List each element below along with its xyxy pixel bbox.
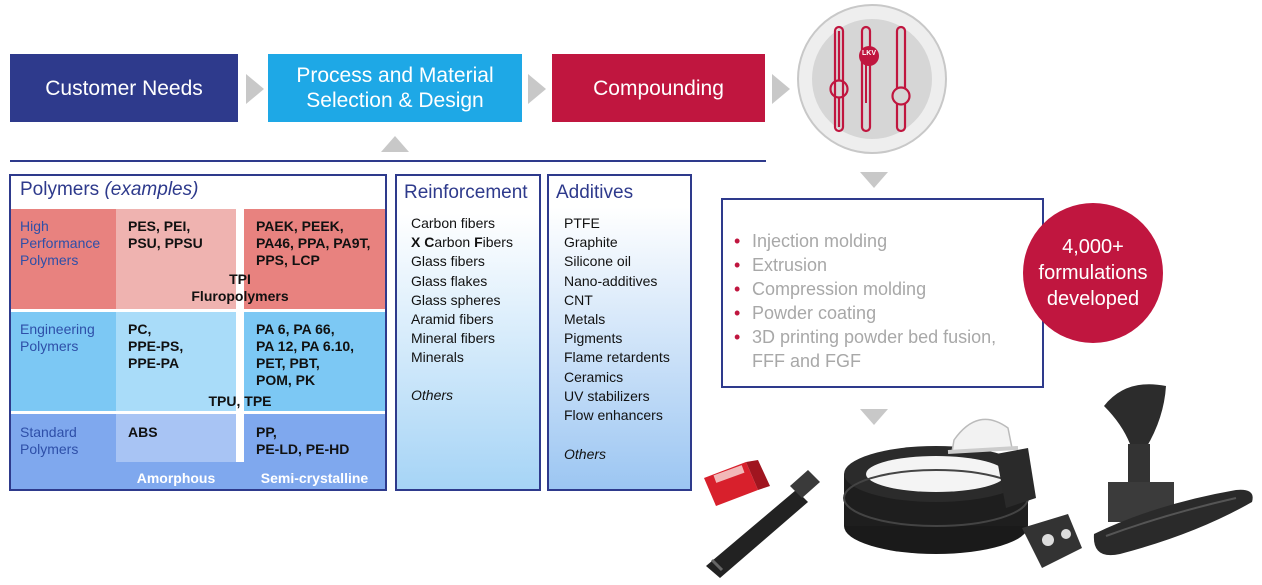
cell-std-amorphous: ABS bbox=[128, 424, 158, 440]
row-label-standard: Standard Polymers bbox=[20, 424, 79, 457]
process-item: Extrusion bbox=[732, 253, 996, 277]
customer-needs-box: Customer Needs bbox=[10, 54, 238, 122]
cell-high-amorphous: PES, PEI, PSU, PPSU bbox=[128, 218, 203, 251]
column-divider-std bbox=[236, 414, 244, 462]
reinforcement-item: Mineral fibers bbox=[411, 330, 496, 347]
flow-arrow-3 bbox=[772, 74, 790, 104]
mixer-logo-text: LKV bbox=[862, 50, 876, 57]
additive-item: PTFE bbox=[564, 215, 600, 231]
polymers-title-examples: (examples) bbox=[104, 179, 199, 200]
process-material-box: Process and Material Selection & Design bbox=[268, 54, 522, 122]
process-item: Compression molding bbox=[732, 277, 996, 301]
reinforcement-others: Others bbox=[411, 387, 454, 403]
flow-arrow-1 bbox=[246, 74, 264, 104]
products-image bbox=[696, 378, 1262, 580]
additive-item: Metals bbox=[564, 311, 606, 328]
badge-line3: developed bbox=[1046, 288, 1140, 310]
reinforcement-panel bbox=[395, 174, 541, 491]
additive-item: Graphite bbox=[564, 234, 618, 251]
span-eng-tpu: TPU, TPE bbox=[208, 393, 272, 409]
reinforcement-item: Glass spheres bbox=[411, 291, 501, 308]
separator-line bbox=[10, 160, 766, 162]
down-arrow-1 bbox=[860, 172, 888, 188]
reinforcement-list: Carbon fibers X Carbon Fibers Glass fibe… bbox=[411, 214, 513, 368]
additives-title: Additives bbox=[556, 182, 634, 203]
helmet-part bbox=[947, 418, 1036, 508]
row-label-engineering: Engineering Polymers bbox=[20, 321, 95, 354]
row-label-high: High Performance Polymers bbox=[20, 218, 101, 268]
row-divider-1 bbox=[11, 309, 385, 312]
cell-eng-amorphous: PC, PPE-PS, PPE-PA bbox=[128, 321, 184, 371]
black-shaft-part bbox=[706, 470, 820, 578]
amorphous-high-cell bbox=[116, 209, 236, 309]
additive-item: Pigments bbox=[564, 330, 623, 347]
additive-item: UV stabilizers bbox=[564, 387, 650, 404]
red-bracket-part bbox=[704, 460, 770, 506]
flow-arrow-2 bbox=[528, 74, 546, 104]
additive-item: Silicone oil bbox=[564, 253, 631, 270]
badge-line1: 4,000+ bbox=[1062, 236, 1124, 258]
reinforcement-item: Aramid fibers bbox=[411, 311, 494, 328]
additives-panel bbox=[547, 174, 692, 491]
reinforcement-item: Minerals bbox=[411, 349, 464, 366]
compounding-label: Compounding bbox=[593, 76, 724, 100]
reinforcement-item: Glass flakes bbox=[411, 272, 488, 289]
customer-needs-label: Customer Needs bbox=[45, 76, 203, 100]
row-divider-2 bbox=[11, 411, 385, 414]
process-item: Powder coating bbox=[732, 301, 996, 325]
up-arrow bbox=[381, 136, 409, 152]
compounding-box: Compounding bbox=[552, 54, 765, 122]
additives-others: Others bbox=[564, 446, 607, 462]
column-divider-high bbox=[236, 209, 244, 309]
down-arrow-2 bbox=[860, 409, 888, 425]
process-material-line1: Process and Material bbox=[296, 64, 494, 87]
insole-part bbox=[1093, 489, 1253, 556]
badge-line2: formulations bbox=[1038, 262, 1148, 284]
span-high-tpi: TPI Fluropolymers bbox=[191, 271, 289, 304]
additive-item: Flame retardents bbox=[564, 349, 670, 366]
reinforcement-title: Reinforcement bbox=[404, 182, 528, 203]
amorphous-eng-cell bbox=[116, 312, 236, 411]
black-clip-part bbox=[1022, 514, 1082, 568]
additive-item: Flow enhancers bbox=[564, 407, 663, 424]
polymers-title: Polymers (examples) bbox=[20, 179, 198, 201]
process-item-continuation: FFF and FGF bbox=[752, 351, 862, 371]
reinforcement-item-xcarbon: X Carbon Fibers bbox=[411, 234, 513, 251]
cell-high-semi: PAEK, PEEK, PA46, PPA, PA9T, PPS, LCP bbox=[256, 218, 371, 268]
cell-eng-semi: PA 6, PA 66, PA 12, PA 6.10, PET, PBT, P… bbox=[256, 321, 355, 388]
column-divider-eng bbox=[236, 312, 244, 411]
additives-list: PTFE Graphite Silicone oil Nano-additive… bbox=[564, 214, 670, 425]
formulations-badge: 4,000+ formulations developed bbox=[1023, 203, 1163, 343]
reinforcement-item: Carbon fibers bbox=[411, 215, 496, 231]
footer-amorphous: Amorphous bbox=[136, 470, 216, 486]
reinforcement-item: Glass fibers bbox=[411, 253, 485, 270]
process-item: Injection molding bbox=[732, 229, 996, 253]
mixer-icon: LKV bbox=[796, 3, 948, 155]
cell-std-semi: PP, PE-LD, PE-HD bbox=[256, 424, 350, 457]
amorphous-std-cell bbox=[116, 414, 236, 462]
additive-item: Ceramics bbox=[564, 368, 624, 385]
funnel-part bbox=[1104, 384, 1174, 522]
process-material-line2: Selection & Design bbox=[306, 89, 484, 112]
processes-list: Injection molding Extrusion Compression … bbox=[732, 229, 996, 373]
additive-item: Nano-additives bbox=[564, 272, 658, 289]
process-item: 3D printing powder bed fusion, bbox=[732, 325, 996, 349]
polymers-title-text: Polymers bbox=[20, 179, 100, 200]
additive-item: CNT bbox=[564, 291, 593, 308]
footer-semi-crystalline: Semi-crystalline bbox=[260, 470, 369, 486]
black-ring-part bbox=[843, 446, 1029, 554]
